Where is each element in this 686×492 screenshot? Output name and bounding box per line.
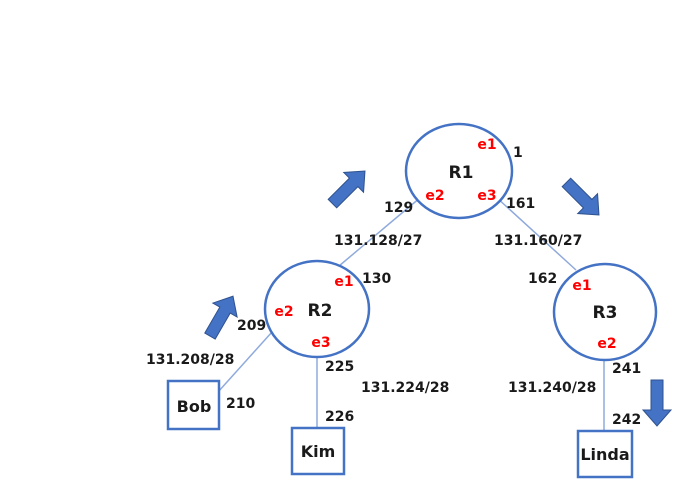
router-r1-e3: e3 [477,188,496,204]
subnet-r2-kim: 131.224/28 [361,380,449,396]
host-linda-label: Linda [580,445,629,464]
router-r2-e2: e2 [274,304,293,320]
subnet-r3-linda: 131.240/28 [508,380,596,396]
subnets: 131.128/27 131.160/27 131.208/28 131.224… [146,233,596,396]
subnet-r2-bob: 131.208/28 [146,352,234,368]
addr-r2-e3: 225 [325,359,354,375]
subnet-r1-r2: 131.128/27 [334,233,422,249]
router-r2-circle [263,259,371,359]
addr-r3-e1: 162 [528,271,557,287]
host-bob: Bob [166,379,221,431]
arrow-down-icon [641,379,673,427]
router-r2: R2 e1 e2 e3 [263,259,371,359]
router-r2-e3: e3 [311,335,330,351]
router-r1: R1 e1 e2 e3 [404,122,514,220]
router-r1-circle [404,122,514,220]
router-r3-e1: e1 [572,278,591,294]
host-kim: Kim [290,426,346,476]
addr-linda: 242 [612,412,641,428]
router-r2-e1: e1 [334,274,353,290]
link-r1-r3 [495,196,577,271]
host-bob-label: Bob [177,397,212,416]
host-linda-box [576,429,634,479]
link-r1-r2 [338,196,422,267]
arrow-down-right-icon [561,177,600,216]
router-r3-label: R3 [593,303,618,323]
addresses: 1 129 161 130 209 225 162 241 210 226 24… [226,145,641,428]
host-kim-label: Kim [301,442,336,461]
addr-r1-e3: 161 [506,196,535,212]
router-r1-e2: e2 [425,188,444,204]
router-r2-label: R2 [308,301,333,321]
link-r2-bob [217,331,273,393]
addr-bob: 210 [226,396,255,412]
router-r1-e1: e1 [477,137,496,153]
addr-kim: 226 [325,409,354,425]
addr-r2-e2: 209 [237,318,266,334]
arrows [204,170,673,427]
host-bob-box [166,379,221,431]
router-r3: R3 e1 e2 [552,262,658,362]
arrow-up-right-icon [327,170,366,209]
addr-r2-e1: 130 [362,271,391,287]
arrow-up-right-icon [204,295,238,340]
links [217,196,605,431]
router-r3-circle [552,262,658,362]
addr-r3-e2: 241 [612,361,641,377]
subnet-r1-r3: 131.160/27 [494,233,582,249]
router-r1-label: R1 [449,163,474,183]
addr-r1-e2: 129 [384,200,413,216]
router-r3-e2: e2 [597,336,616,352]
host-linda: Linda [576,429,634,479]
addr-r1-e1: 1 [513,145,523,161]
host-kim-box [290,426,346,476]
